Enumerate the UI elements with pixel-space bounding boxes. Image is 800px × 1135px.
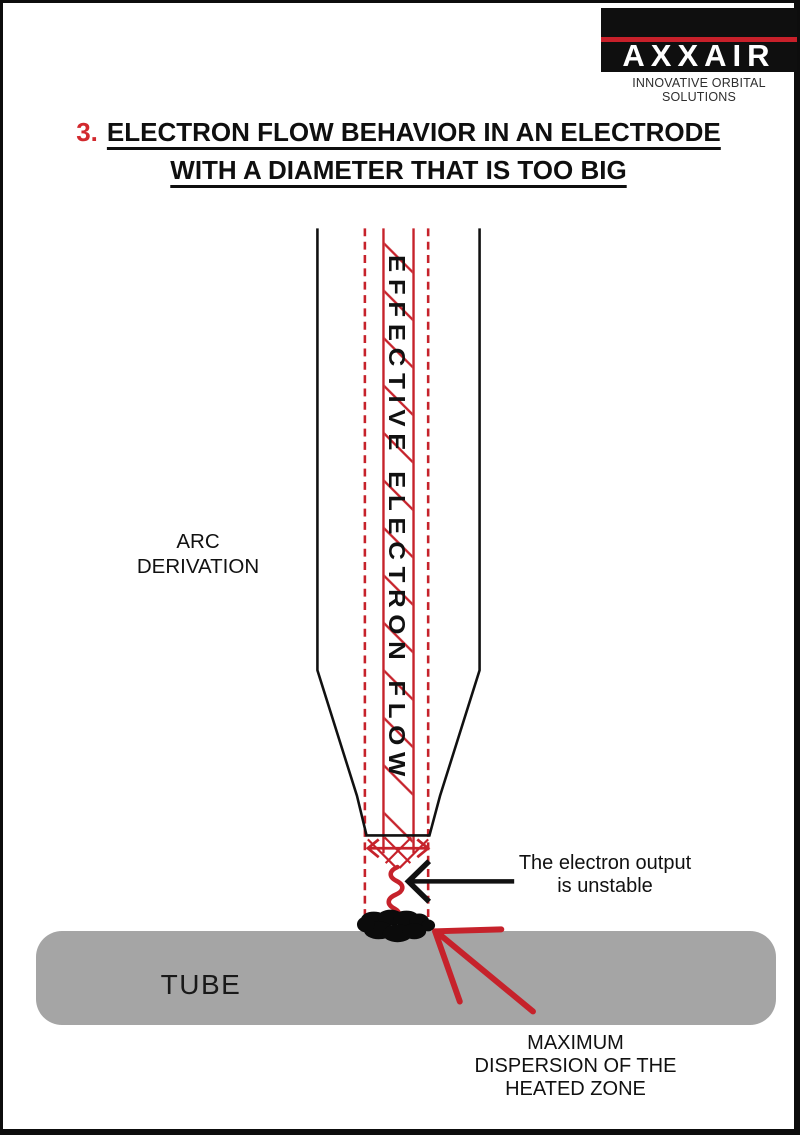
unstable-arc-squiggle-icon: [386, 864, 405, 924]
axxair-logo: AXXAIR INNOVATIVE ORBITAL SOLUTIONS: [597, 8, 800, 104]
dispersion-label: MAXIMUM DISPERSION OF THE HEATED ZONE: [433, 1032, 718, 1101]
title-line-1: 3. ELECTRON FLOW BEHAVIOR IN AN ELECTRODE: [3, 113, 794, 151]
title-line-2: WITH A DIAMETER THAT IS TOO BIG: [3, 151, 794, 189]
page-title: 3. ELECTRON FLOW BEHAVIOR IN AN ELECTRODE…: [3, 113, 794, 189]
logo-brand: AXXAIR: [622, 38, 776, 73]
output-note-line1: The electron output: [518, 852, 692, 874]
tube-label: TUBE: [160, 969, 242, 1000]
logo-tagline: INNOVATIVE ORBITAL SOLUTIONS: [632, 76, 766, 104]
dispersion-line1: MAXIMUM: [527, 1032, 624, 1054]
arc-label-line2: DERIVATION: [136, 555, 260, 578]
title-text-2: WITH A DIAMETER THAT IS TOO BIG: [170, 155, 627, 185]
title-number: 3.: [76, 117, 98, 147]
arc-label-line1: ARC: [176, 530, 220, 553]
dispersion-funnel-lines: [367, 836, 429, 869]
dispersion-line3: HEATED ZONE: [505, 1078, 646, 1100]
flow-label-vertical-text: EFFECTIVE ELECTRON FLOW: [384, 255, 410, 783]
width-arrow-icon: [365, 838, 431, 859]
electrode-outline: [316, 228, 481, 837]
logo-box: AXXAIR: [601, 8, 797, 72]
dispersion-line2: DISPERSION OF THE: [474, 1055, 677, 1077]
arc-derivation-label: ARC DERIVATION: [63, 529, 333, 579]
logo-red-bar-icon: [601, 37, 797, 42]
output-note-line2: is unstable: [557, 875, 653, 897]
electron-flow-hatch: [384, 228, 413, 848]
tube: TUBE: [36, 931, 776, 1025]
title-text-1: ELECTRON FLOW BEHAVIOR IN AN ELECTRODE: [106, 117, 721, 147]
electron-output-note: The electron output is unstable: [465, 852, 745, 898]
